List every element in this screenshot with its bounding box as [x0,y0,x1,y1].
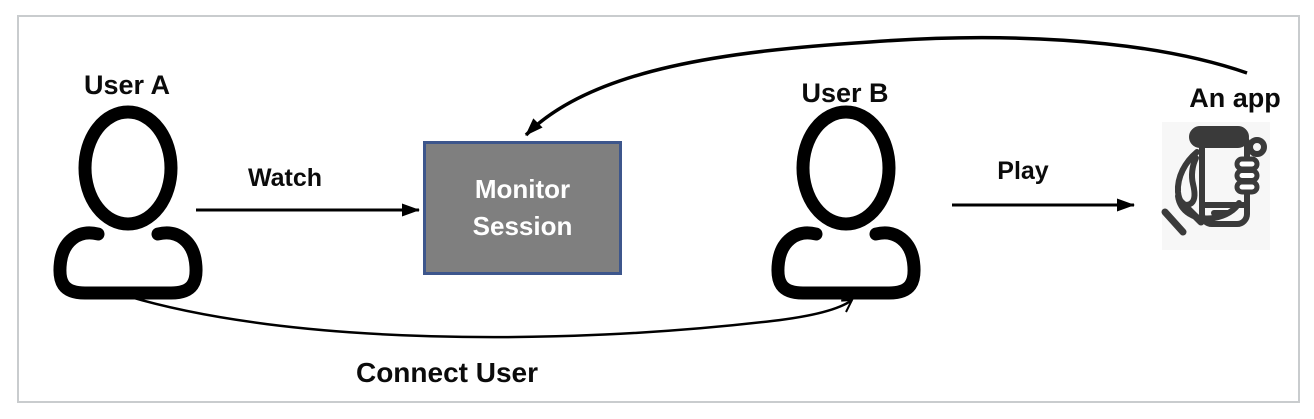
an-app-label: An app [1189,83,1281,113]
monitor-session-box: Monitor Session [423,141,622,275]
monitor-session-label-line2: Session [472,211,573,241]
watch-edge-label: Watch [247,164,323,192]
user-b-label: User B [801,78,889,108]
user-a-label: User A [83,70,171,100]
play-edge-label: Play [997,157,1049,185]
monitor-session-label-line1: Monitor [474,174,571,204]
connect-user-edge-label: Connect User [355,357,539,388]
diagram-frame [17,15,1300,403]
